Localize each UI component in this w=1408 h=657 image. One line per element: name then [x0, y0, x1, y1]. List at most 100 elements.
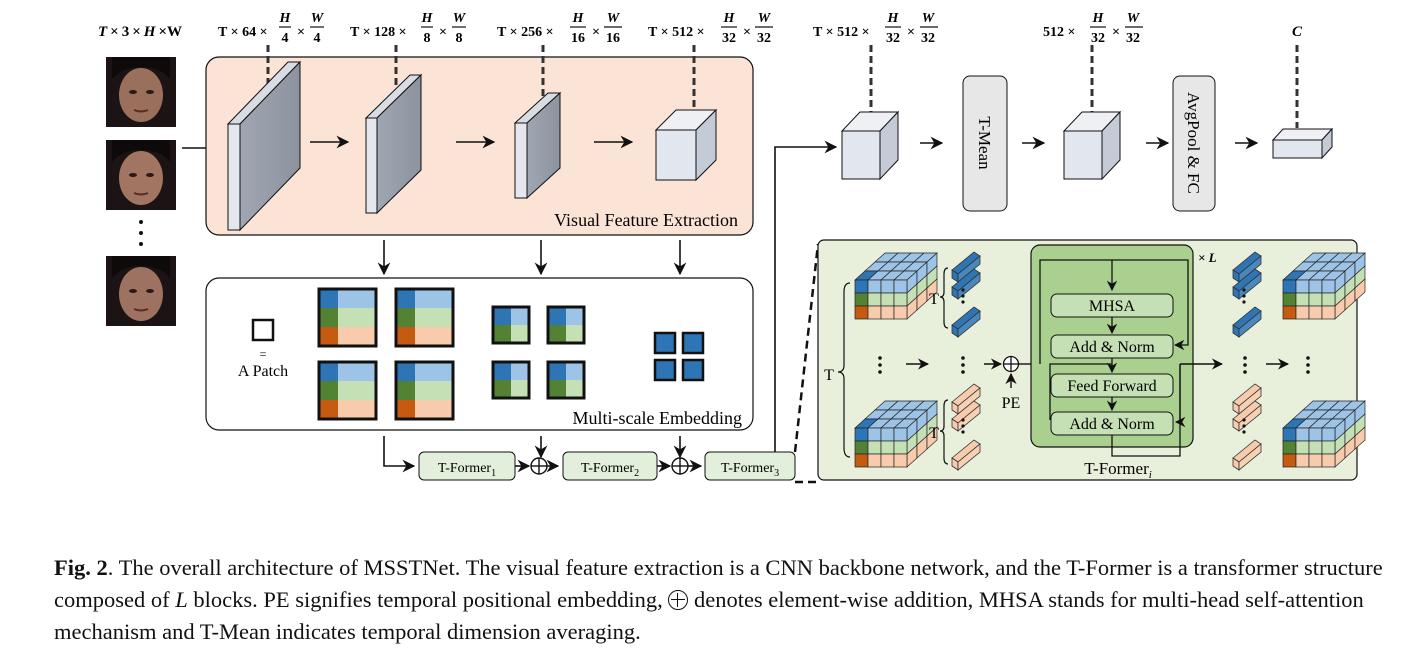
embedding-grid-medium-1	[491, 305, 531, 345]
face-frame-1	[106, 57, 176, 127]
plus-node-1	[530, 457, 548, 475]
embedding-grid-small-2	[681, 331, 705, 355]
token-bar-peach-right-3	[1232, 439, 1262, 471]
svg-text:T-Former2: T-Former2	[581, 461, 639, 479]
token-bars	[951, 251, 1262, 471]
visual-feature-extraction-label: Visual Feature Extraction	[554, 210, 738, 230]
plus-node-2	[671, 457, 689, 475]
embedding-grid-small-4	[681, 358, 705, 382]
dim-input-label: T×3×H×W	[98, 24, 182, 40]
svg-text:AvgPool & FC: AvgPool & FC	[1184, 92, 1203, 194]
dim-tmean-out-label: 512 × H 32 × W 32	[1043, 11, 1143, 46]
svg-text:16: 16	[606, 31, 620, 46]
a-patch-label: A Patch	[238, 363, 288, 380]
svg-text:4: 4	[314, 31, 321, 46]
svg-text:8: 8	[456, 31, 463, 46]
token-bar-blue-right-2	[1232, 268, 1262, 300]
frames-ellipsis	[139, 220, 143, 246]
tmean-output-cube	[1062, 45, 1122, 181]
embedding-grid-small-3	[653, 358, 677, 382]
embedding-grid-small-1	[653, 331, 677, 355]
token-bar-peach-right-1	[1232, 383, 1262, 415]
token-cube-input-top	[854, 252, 938, 320]
feature-map-stage1	[226, 45, 302, 232]
brace-left-small-1	[939, 267, 949, 329]
caption-part-3: denotes element-wise addition, MHSA stan…	[54, 587, 1364, 644]
token-cube-input-bottom	[854, 400, 938, 468]
svg-text:32: 32	[886, 31, 900, 46]
tformer-1-block: T-Former1	[418, 451, 516, 481]
svg-text:H: H	[1092, 11, 1105, 26]
embedding-grid-large-2	[394, 287, 455, 348]
svg-text:W: W	[607, 11, 621, 26]
svg-text:Feed Forward: Feed Forward	[1067, 378, 1156, 395]
tformer-chain-entry	[383, 436, 416, 473]
token-bar-blue-left-1	[951, 251, 981, 283]
svg-text:W: W	[922, 11, 936, 26]
svg-text:×: ×	[1112, 25, 1120, 40]
svg-text:32: 32	[921, 31, 935, 46]
mhsa-block: MHSA	[1050, 293, 1174, 318]
svg-text:Add & Norm: Add & Norm	[1069, 416, 1155, 433]
svg-text:T-Mean: T-Mean	[975, 116, 994, 170]
embedding-grid-large-4	[394, 360, 455, 421]
svg-text:×: ×	[907, 25, 915, 40]
svg-text:T × 128 ×: T × 128 ×	[350, 25, 407, 40]
svg-text:Add & Norm: Add & Norm	[1069, 339, 1155, 356]
embedding-grid-medium-4	[546, 360, 586, 400]
svg-text:32: 32	[1091, 31, 1105, 46]
svg-text:32: 32	[722, 31, 736, 46]
svg-text:×: ×	[592, 25, 600, 40]
dim-final-label: C	[1292, 24, 1303, 40]
pe-plus-node	[1002, 355, 1020, 373]
zoom-line-top	[793, 243, 820, 453]
svg-text:×: ×	[743, 25, 751, 40]
token-bar-peach-left-1	[951, 383, 981, 415]
token-bar-blue-left-2	[951, 268, 981, 300]
embedding-grids-small	[653, 331, 705, 382]
T-label-bottom: T	[929, 425, 939, 442]
caption-fig-label: Fig. 2	[54, 555, 108, 580]
token-bar-peach-left-3	[951, 439, 981, 471]
embedding-grid-large-3	[317, 360, 378, 421]
t-mean-block: T-Mean	[962, 75, 1008, 212]
token-cubes	[854, 252, 1366, 468]
caption-oplus-icon	[668, 590, 689, 610]
svg-text:32: 32	[757, 31, 771, 46]
a-patch: = A Patch	[238, 318, 288, 380]
svg-text:=: =	[260, 347, 267, 361]
svg-text:W: W	[453, 11, 467, 26]
middle-row-ellipses	[878, 288, 1310, 434]
svg-text:H: H	[723, 11, 736, 26]
T-label-top: T	[929, 291, 939, 308]
embedding-grid-large-1	[317, 287, 378, 348]
caption-part-2: blocks. PE signifies temporal positional…	[187, 587, 669, 612]
tformer-output-cube	[840, 45, 900, 181]
avgpool-fc-block: AvgPool & FC	[1172, 75, 1216, 212]
tformer-3-block: T-Former3	[704, 451, 796, 481]
svg-text:4: 4	[282, 31, 289, 46]
dim-stage3-label: T × 256 × H 16 × W 16	[497, 11, 622, 46]
T-label-outer: T	[824, 367, 834, 384]
svg-text:H: H	[421, 11, 434, 26]
svg-text:W: W	[1127, 11, 1141, 26]
feed-forward-block: Feed Forward	[1050, 373, 1174, 398]
face-frame-2	[106, 140, 176, 210]
brace-left-small-2	[939, 399, 949, 465]
svg-text:8: 8	[424, 31, 431, 46]
dim-stage2-label: T × 128 × H 8 × W 8	[350, 11, 467, 46]
token-bar-blue-left-3	[951, 306, 981, 338]
svg-text:T × 64 ×: T × 64 ×	[218, 25, 268, 40]
svg-text:T × 256 ×: T × 256 ×	[497, 25, 554, 40]
add-norm-block-2: Add & Norm	[1050, 411, 1174, 436]
token-cube-output-top	[1282, 252, 1366, 320]
svg-text:32: 32	[1126, 31, 1140, 46]
svg-text:W: W	[758, 11, 772, 26]
embedding-grid-medium-3	[491, 360, 531, 400]
embedding-grids-medium	[491, 305, 586, 400]
tformer-out-arrow	[774, 140, 838, 452]
token-bar-peach-right-2	[1232, 400, 1262, 432]
feature-map-stage4	[654, 45, 718, 182]
token-cube-output-bottom	[1282, 400, 1366, 468]
svg-text:×: ×	[297, 25, 305, 40]
